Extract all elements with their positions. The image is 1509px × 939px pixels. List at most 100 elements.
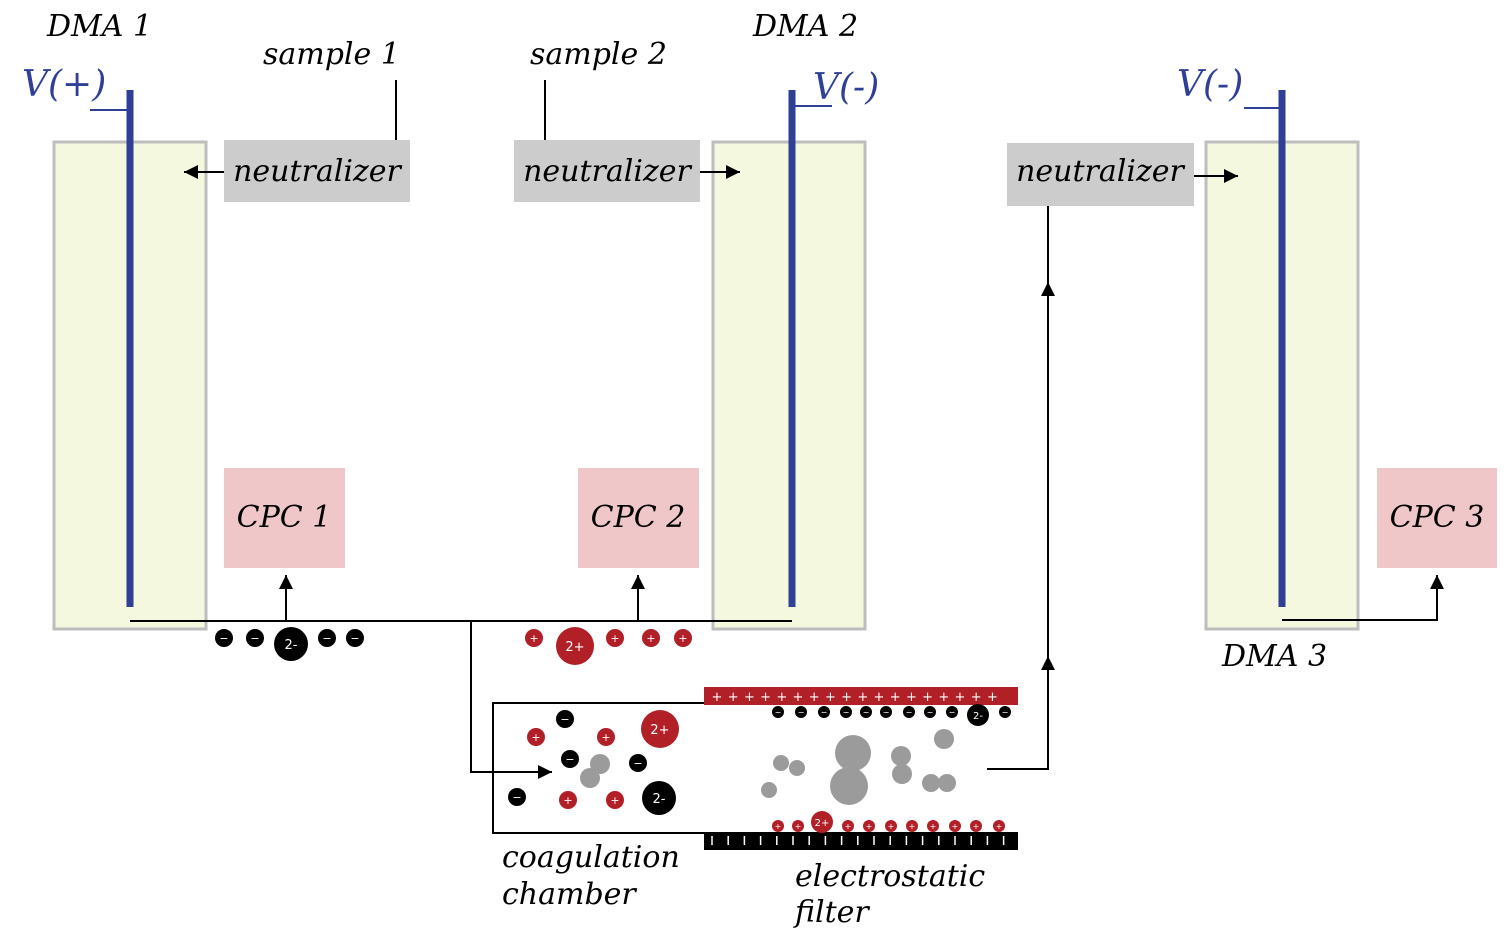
neutral-particle <box>835 735 871 771</box>
neutral-particle <box>830 767 868 805</box>
trapped-positive-particle: + <box>842 820 854 832</box>
trapped-negative-particle: − <box>818 706 830 718</box>
svg-text:−: − <box>906 708 913 717</box>
cpc-1-box <box>224 468 345 568</box>
svg-text:2-: 2- <box>973 711 983 722</box>
to-chamber-arrow <box>470 621 552 779</box>
doubly-positive-particle: 2+ <box>811 811 833 833</box>
neutral-particle <box>590 754 610 774</box>
svg-text:−: − <box>843 708 850 717</box>
svg-text:−: − <box>565 753 574 766</box>
trapped-positive-particle: + <box>792 820 804 832</box>
neutralizer-2: neutralizer <box>514 140 740 202</box>
positive-particle: + <box>559 791 577 809</box>
trapped-negative-particle: − <box>795 706 807 718</box>
cpc-3-box <box>1377 468 1497 568</box>
svg-text:+: + <box>610 632 619 645</box>
svg-text:−: − <box>949 708 956 717</box>
trapped-negative-particle: − <box>880 706 892 718</box>
trapped-negative-particle: − <box>946 706 958 718</box>
svg-text:−: − <box>927 708 934 717</box>
neutral-particle <box>922 774 940 792</box>
neutralizer-1-box <box>224 140 410 202</box>
cpc-1-label: CPC 1 <box>237 500 332 535</box>
svg-text:+: + <box>529 632 538 645</box>
dma-1: DMA 1 V(+) <box>22 9 208 631</box>
dma-2: DMA 2 V(-) <box>711 9 879 631</box>
negative-particle: − <box>508 788 526 806</box>
neutral-particle <box>773 755 789 771</box>
plate-plus-mark: + <box>971 690 982 705</box>
neutral-particle <box>761 782 777 798</box>
plate-plus-mark: + <box>857 690 868 705</box>
plate-plus-mark: + <box>712 690 723 705</box>
dma-3-voltage: V(-) <box>1177 64 1243 105</box>
doubly-negative-particle: 2- <box>274 627 308 661</box>
neutral-particle <box>580 768 600 788</box>
doubly-negative-particle: 2- <box>642 781 676 815</box>
plate-plus-mark: + <box>938 690 949 705</box>
doubly-positive-particle: 2+ <box>641 710 679 748</box>
filter-out-arrow-lower <box>987 656 1055 770</box>
plate-plus-mark: + <box>760 690 771 705</box>
electrostatic-filter-label-line2: filter <box>793 895 870 930</box>
svg-text:−: − <box>1002 708 1009 717</box>
cpc-2: CPC 2 <box>578 468 699 568</box>
neutral-particle <box>938 774 956 792</box>
neutralizer-3: neutralizer <box>1007 143 1238 206</box>
svg-text:−: − <box>250 632 259 645</box>
positive-particle: + <box>597 728 615 746</box>
positive-plate <box>704 687 1018 705</box>
positive-particle: + <box>606 791 624 809</box>
trapped-positive-particle: + <box>863 820 875 832</box>
neutral-particle <box>934 729 954 749</box>
trapped-negative-particle: − <box>840 706 852 718</box>
plate-plus-mark: + <box>728 690 739 705</box>
doubly-negative-particle: 2- <box>967 704 989 726</box>
svg-text:+: + <box>795 822 802 831</box>
positive-plate-marks: ++++++++++++++++++ <box>712 690 998 705</box>
sample-1-label: sample 1 <box>263 37 400 72</box>
electrostatic-filter: ++++++++++++++++++ −−−−−−−−−− 2- +++++++… <box>704 687 1018 850</box>
trapped-positive-particle: + <box>906 820 918 832</box>
trapped-positive-particle: + <box>927 820 939 832</box>
coagulation-chamber-label-line2: chamber <box>502 877 637 912</box>
neutralizer-1-label: neutralizer <box>233 154 402 189</box>
svg-text:−: − <box>560 713 569 726</box>
svg-text:+: + <box>845 822 852 831</box>
doubly-positive-particle: 2+ <box>556 627 594 665</box>
flow-lines <box>130 206 1444 834</box>
svg-text:+: + <box>678 632 687 645</box>
positive-particle: + <box>642 629 660 647</box>
svg-text:+: + <box>952 822 959 831</box>
svg-text:−: − <box>322 632 331 645</box>
neutralizer-2-label: neutralizer <box>523 154 692 189</box>
cpc-1: CPC 1 <box>224 468 345 568</box>
svg-text:2-: 2- <box>285 638 298 653</box>
neutral-particle <box>789 760 805 776</box>
svg-text:+: + <box>646 632 655 645</box>
trapped-negative-particle: − <box>860 706 872 718</box>
neutral-particle <box>891 746 911 766</box>
plate-plus-mark: + <box>874 690 885 705</box>
svg-text:2+: 2+ <box>565 640 584 655</box>
svg-text:−: − <box>798 708 805 717</box>
neutralizer-3-box <box>1007 143 1194 206</box>
neutral-particles <box>761 729 956 805</box>
negative-particle: − <box>561 750 579 768</box>
trapped-positive-particles: ++++++++++ <box>772 820 1005 832</box>
plate-plus-mark: + <box>793 690 804 705</box>
dma-2-label: DMA 2 <box>752 9 858 44</box>
sample-2-label: sample 2 <box>530 37 667 72</box>
plate-plus-mark: + <box>890 690 901 705</box>
coagulation-chamber-label-line1: coagulation <box>502 840 680 875</box>
trapped-negative-particle: − <box>772 706 784 718</box>
to-cpc-3-arrow <box>1282 575 1444 621</box>
svg-text:+: + <box>866 822 873 831</box>
trapped-positive-particle: + <box>970 820 982 832</box>
svg-text:−: − <box>775 708 782 717</box>
trapped-negative-particle: − <box>999 706 1011 718</box>
svg-text:+: + <box>601 731 610 744</box>
plate-plus-mark: + <box>987 690 998 705</box>
svg-text:+: + <box>531 731 540 744</box>
